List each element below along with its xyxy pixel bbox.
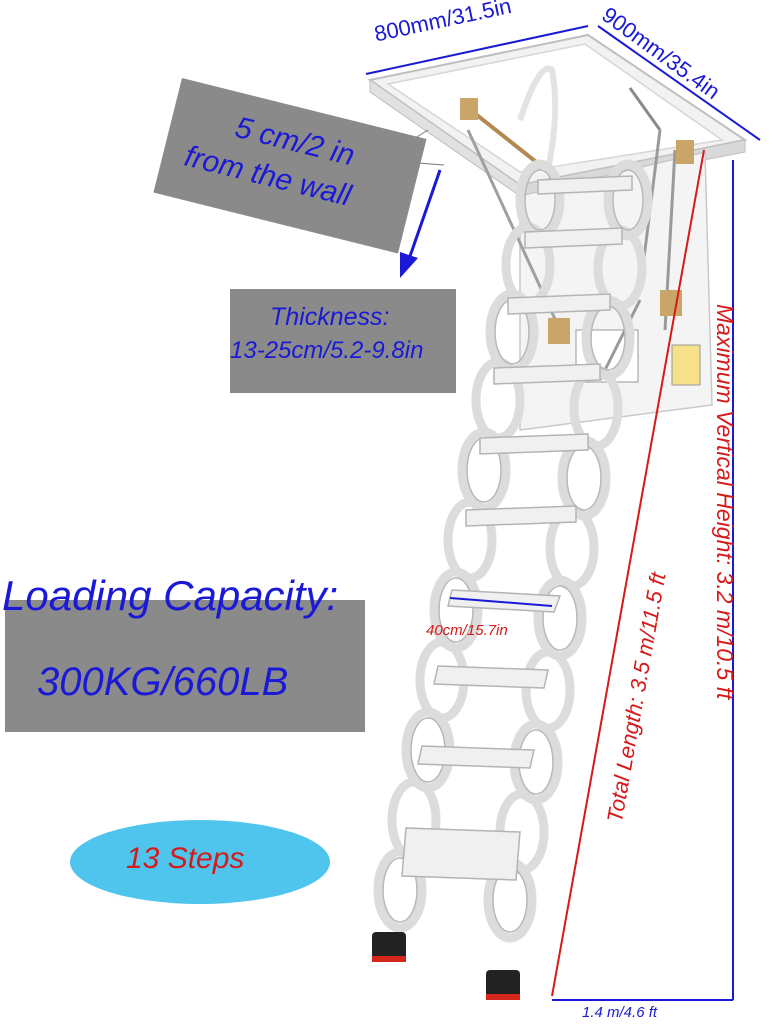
step-width-label: 40cm/15.7in [426,622,508,639]
steps-label: 13 Steps [126,842,245,875]
thickness-title: Thickness: [270,303,390,331]
capacity-title: Loading Capacity: [2,572,339,619]
base-width-label: 1.4 m/4.6 ft [582,1004,658,1021]
thickness-value: 13-25cm/5.2-9.8in [230,337,424,364]
loading-capacity-box: 300KG/660LB [5,600,365,732]
capacity-value: 300KG/660LB [37,660,289,704]
max-height-label: Maximum Vertical Height: 3.2 m/10.5 ft [712,304,738,700]
thickness-box: Thickness: 13-25cm/5.2-9.8in [230,289,456,393]
steps-badge: 13 Steps [70,820,330,904]
